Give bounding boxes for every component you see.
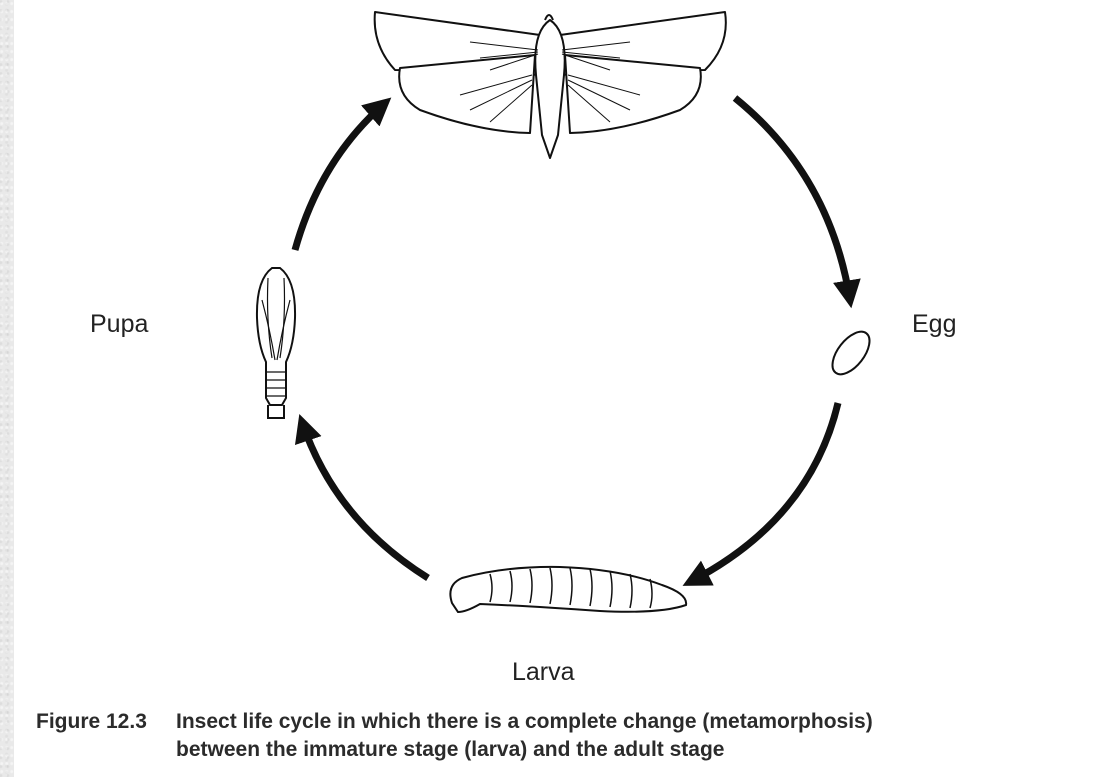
caption-figure-number: Figure 12.3	[36, 708, 176, 736]
egg-icon	[825, 325, 876, 380]
arrow-pupa-to-adult	[295, 103, 385, 250]
caption-line-1: Insect life cycle in which there is a co…	[176, 710, 873, 733]
adult-moth-icon	[375, 12, 726, 158]
arrow-adult-to-egg	[735, 98, 850, 300]
larva-icon	[450, 567, 686, 612]
caption-line-2: between the immature stage (larva) and t…	[36, 736, 1120, 764]
life-cycle-diagram	[0, 0, 1120, 700]
arrow-larva-to-pupa	[302, 422, 428, 578]
arrow-egg-to-larva	[690, 403, 838, 582]
stage-label-egg: Egg	[912, 312, 956, 337]
pupa-icon	[257, 268, 295, 418]
stage-label-larva: Larva	[512, 660, 575, 685]
stage-label-pupa: Pupa	[90, 312, 148, 337]
